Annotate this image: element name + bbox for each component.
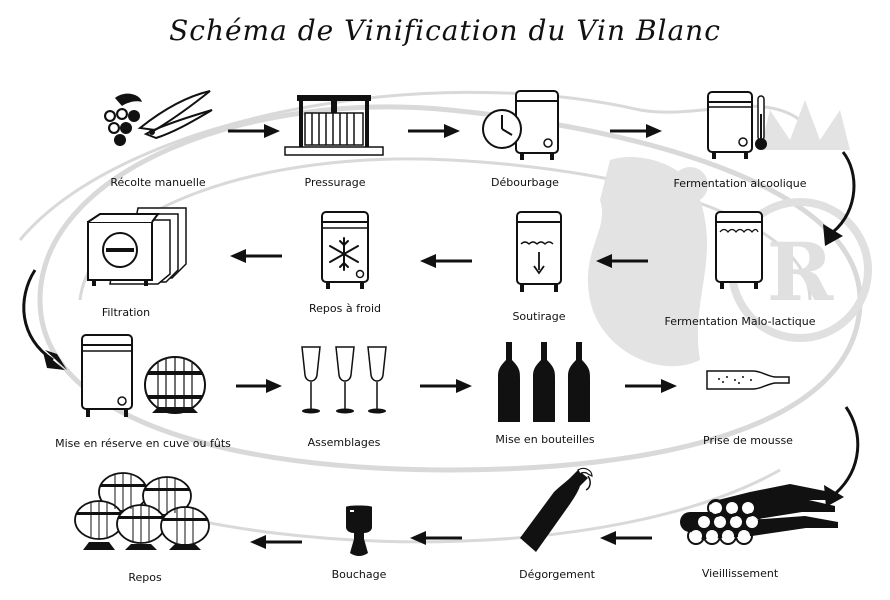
step-label-recolte-manuelle: Récolte manuelle	[110, 176, 206, 189]
step-label-fermentation-alcoolique: Fermentation alcoolique	[673, 177, 807, 190]
champagne-cork-icon	[346, 505, 372, 556]
arrow-left-icon	[230, 249, 282, 263]
arrow-left-3	[230, 248, 282, 267]
arrow-left-5	[410, 530, 462, 549]
arrow-right-icon	[228, 124, 280, 138]
svg-text:R: R	[767, 225, 834, 319]
arrow-right-3	[610, 123, 662, 142]
arrow-left-2	[420, 253, 472, 272]
wine-press-icon	[284, 95, 384, 156]
step-bouchage: Bouchage	[332, 505, 386, 581]
step-degorgement: Dégorgement	[518, 467, 596, 581]
step-debourbage: Débourbage	[482, 89, 562, 189]
arrow-left-icon	[600, 531, 652, 545]
step-label-fermentation-malo-lactique: Fermentation Malo-lactique	[664, 315, 816, 328]
step-repos-a-froid: Repos à froid	[309, 210, 381, 315]
step-repos: Repos	[74, 472, 215, 584]
plate-filter-icon	[87, 207, 187, 286]
curved-arrow-right-1	[815, 150, 865, 254]
tank-barrel-icon	[81, 334, 206, 417]
tank-bubbles-icon	[715, 211, 763, 289]
arrow-right-icon	[408, 124, 460, 138]
step-label-filtration: Filtration	[101, 306, 151, 319]
curved-arrow-right-2	[818, 405, 868, 514]
curved-arrow-down-left-icon	[823, 151, 856, 246]
step-mise-en-bouteilles: Mise en bouteilles	[495, 342, 595, 446]
step-label-prise-de-mousse: Prise de mousse	[703, 434, 793, 447]
step-fermentation-alcoolique: Fermentation alcoolique	[673, 90, 807, 190]
step-label-mise-en-reserve: Mise en réserve en cuve ou fûts	[55, 437, 231, 450]
arrow-left-icon	[420, 254, 472, 268]
step-mise-en-reserve: Mise en réserve en cuve ou fûts	[55, 333, 231, 450]
step-filtration: Filtration	[87, 207, 188, 319]
step-vieillissement: Vieillissement	[680, 482, 840, 580]
arrow-right-icon	[610, 124, 662, 138]
step-label-bouchage: Bouchage	[331, 568, 387, 581]
arrow-right-icon	[625, 379, 677, 393]
tank-snowflake-icon	[321, 211, 369, 289]
step-label-repos: Repos	[128, 571, 162, 584]
step-pressurage: Pressurage	[284, 95, 385, 189]
arrow-left-6	[250, 534, 302, 553]
arrow-right-6	[625, 378, 677, 397]
arrow-left-icon	[250, 535, 302, 549]
curved-arrow-down-right-icon	[22, 269, 67, 370]
grapes-pruner-icon	[104, 90, 213, 146]
arrow-left-icon	[596, 254, 648, 268]
tank-thermometer-icon	[707, 91, 767, 159]
step-assemblages: Assemblages	[300, 345, 390, 449]
arrow-right-5	[420, 378, 472, 397]
step-label-debourbage: Débourbage	[491, 176, 559, 189]
bottle-disgorging-icon	[520, 467, 593, 552]
step-label-pressurage: Pressurage	[304, 176, 366, 189]
tank-arrow-down-icon	[516, 211, 562, 292]
arrow-right-4	[236, 378, 282, 397]
arrow-right-2	[408, 123, 460, 142]
arrow-left-icon	[410, 531, 462, 545]
step-recolte-manuelle: Récolte manuelle	[100, 88, 215, 189]
arrow-right-icon	[236, 379, 282, 393]
step-soutirage: Soutirage	[512, 210, 566, 323]
barrel-stack-icon	[74, 472, 210, 550]
step-label-degorgement: Dégorgement	[519, 568, 595, 581]
page-title: Schéma de Vinification du Vin Blanc	[169, 14, 721, 47]
step-fermentation-malo-lactique: Fermentation Malo-lactique	[664, 210, 816, 328]
step-label-mise-en-bouteilles: Mise en bouteilles	[495, 433, 595, 446]
arrow-right-icon	[420, 379, 472, 393]
step-label-soutirage: Soutirage	[512, 310, 566, 323]
curved-arrow-down-left-icon	[824, 406, 860, 507]
step-prise-de-mousse: Prise de mousse	[703, 368, 793, 447]
arrow-right-1	[228, 123, 280, 142]
arrow-left-1	[596, 253, 648, 272]
flute-glasses-icon	[301, 346, 387, 414]
bottle-stack-icon	[680, 484, 838, 545]
bottle-lying-icon	[706, 370, 790, 390]
bottles-icon	[498, 342, 590, 422]
tank-clock-icon	[482, 90, 559, 160]
step-label-assemblages: Assemblages	[307, 436, 381, 449]
step-label-vieillissement: Vieillissement	[701, 567, 779, 580]
curved-arrow-left-1	[15, 268, 75, 382]
step-label-repos-a-froid: Repos à froid	[308, 302, 381, 315]
arrow-left-4	[600, 530, 652, 549]
